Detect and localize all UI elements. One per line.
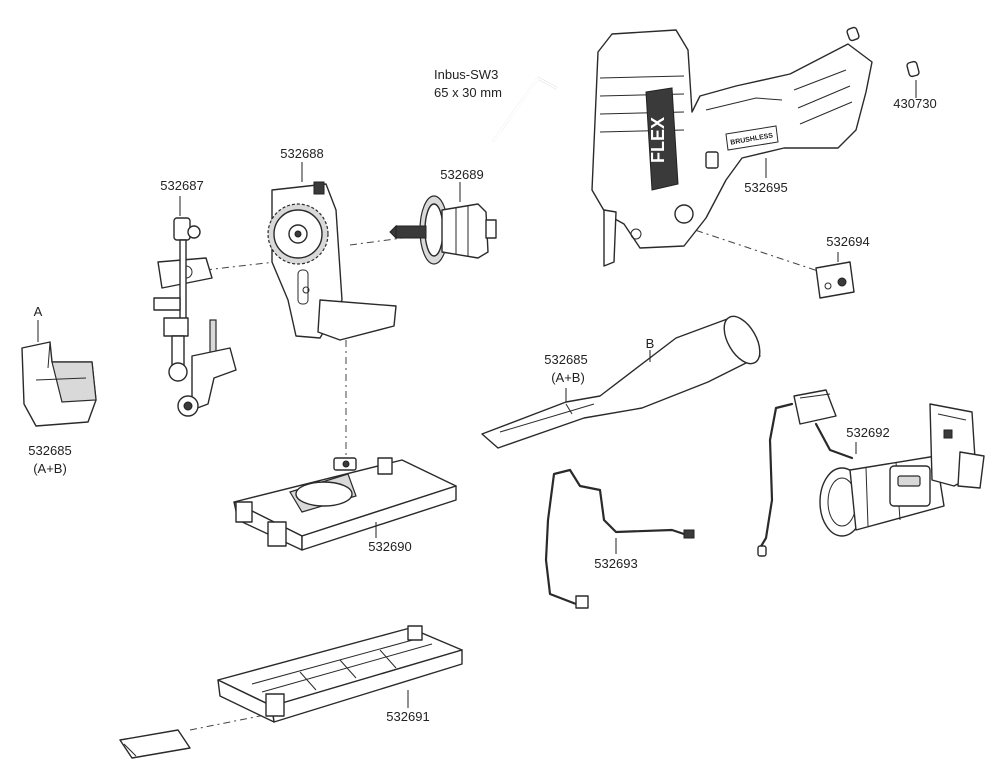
sole-plate-part	[217, 625, 463, 723]
pins-part	[846, 26, 920, 78]
armature-part	[389, 195, 497, 265]
guard-a-part	[21, 341, 97, 427]
part-number-532692: 532692	[846, 425, 890, 440]
switch-plate-part	[815, 261, 855, 299]
hex-key-label-line2: 65 x 30 mm	[434, 85, 502, 100]
label-b: B	[645, 336, 655, 351]
plunger-assembly-part	[153, 217, 237, 417]
assembly-lines	[189, 224, 831, 731]
tool-logo-text: FLEX	[648, 117, 668, 163]
insert-card-part	[119, 729, 191, 759]
part-number-532687: 532687	[160, 178, 204, 193]
part-number-532685-b: 532685	[544, 352, 588, 367]
part-number-532691: 532691	[386, 709, 430, 724]
gear-housing-part	[267, 181, 397, 341]
motor-electronics-part	[757, 389, 985, 557]
wire-harness-part	[544, 468, 695, 609]
part-number-532690: 532690	[368, 539, 412, 554]
part-number-532689: 532689	[440, 167, 484, 182]
tool-body-part	[591, 29, 873, 267]
hex-key-label-line1: Inbus-SW3	[434, 67, 499, 82]
part-number-532693: 532693	[594, 556, 638, 571]
part-number-532694: 532694	[826, 234, 870, 249]
label-a: A	[33, 304, 43, 319]
part-number-532685-a: 532685	[28, 443, 72, 458]
part-number-532688: 532688	[280, 146, 324, 161]
hex-key-part	[492, 76, 558, 142]
part-number-430730: 430730	[893, 96, 937, 111]
part-number-532685-a-sub: (A+B)	[33, 461, 67, 476]
dust-nozzle-b-part	[481, 315, 761, 449]
part-number-532685-b-sub: (A+B)	[551, 370, 585, 385]
part-number-532695: 532695	[744, 180, 788, 195]
base-plate-part	[233, 457, 457, 551]
